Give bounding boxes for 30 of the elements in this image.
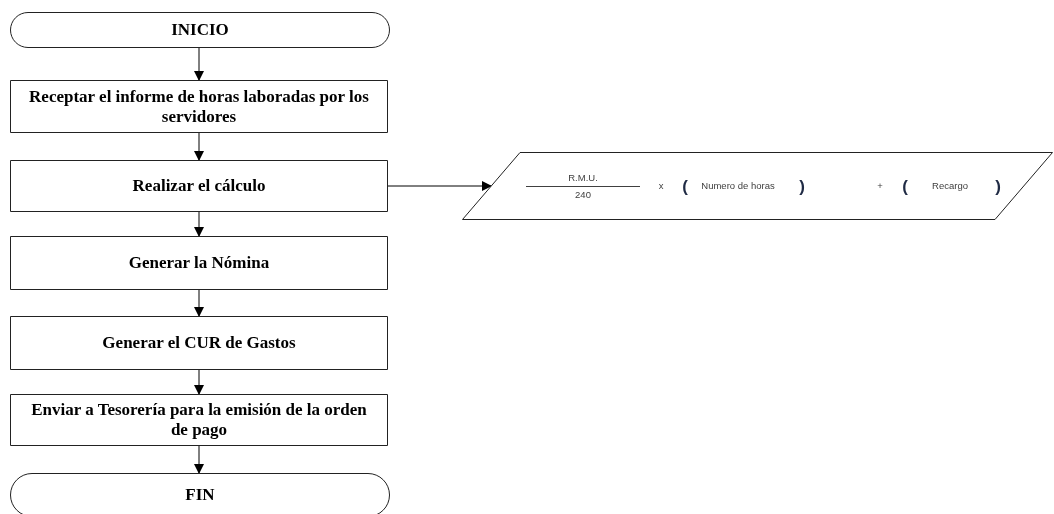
arrow [194,445,204,474]
parenthesis: ( [902,177,908,195]
plus-sign: + [877,178,883,193]
step-label: Enviar a Tesorería para la emisión de la orden de pago [30,400,368,440]
step-label: Receptar el informe de horas laboradas por los servidores [28,86,370,127]
arrow [194,47,204,81]
formula-term: Recargo [932,178,968,193]
arrow [194,132,204,161]
arrow [387,181,492,191]
arrow [194,289,204,317]
process-box [10,394,388,446]
fraction-denominator: 240 [575,187,591,202]
formula-term: Numero de horas [701,178,775,193]
step-label: Generar la Nómina [127,253,271,273]
multiply-sign: x [658,178,664,193]
process-box [10,316,388,370]
process-box [10,80,388,133]
arrow [194,211,204,237]
parenthesis: ) [799,177,805,195]
step-label: FIN [184,485,216,505]
input-output-parallelogram [462,152,1053,220]
step-label: Realizar el cálculo [131,176,267,196]
parenthesis: ( [682,177,688,195]
fraction-numerator: R.M.U. [568,170,598,185]
step-label: Generar el CUR de Gastos [101,333,297,353]
process-box [10,160,388,212]
step-label: INICIO [170,20,230,40]
arrow [194,369,204,395]
parenthesis: ) [995,177,1001,195]
process-box [10,236,388,290]
